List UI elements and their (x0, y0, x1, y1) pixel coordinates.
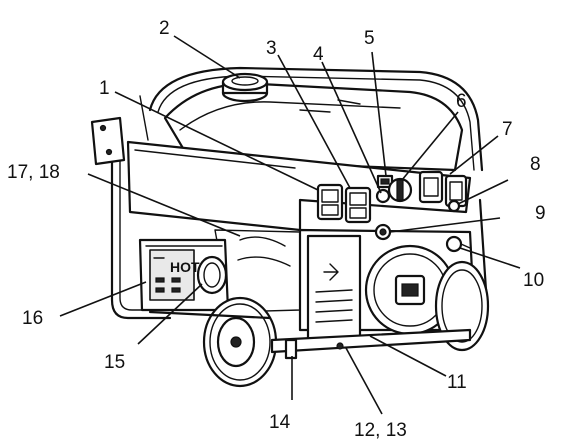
callout-label-11: 11 (447, 372, 467, 393)
outlet-2-icon (344, 186, 372, 224)
fuel-cap-icon (221, 72, 269, 103)
control-panel (126, 140, 472, 232)
leader-8 (457, 179, 509, 205)
outlet-1-icon (316, 183, 344, 221)
left-bracket (90, 116, 126, 166)
muffler-warning: HOT! (170, 259, 204, 275)
callout-label-16: 16 (22, 308, 43, 329)
leader-15 (137, 283, 203, 345)
leader-5 (371, 51, 387, 177)
leader-3 (277, 54, 351, 189)
leader-11 (369, 335, 447, 377)
spark-arrestor-icon (196, 255, 228, 295)
callout-labels: 1 2 3 4 5 6 7 8 9 10 11 12, 13 14 15 16 … (7, 18, 546, 441)
callout-label-10: 10 (523, 270, 544, 291)
callout-label-9: 9 (535, 203, 546, 224)
callout-label-1: 1 (99, 78, 110, 99)
leader-12-13 (345, 347, 383, 415)
right-wheel-icon (434, 260, 490, 352)
callout-label-7: 7 (502, 119, 513, 140)
leader-1 (114, 91, 319, 191)
callout-label-15: 15 (104, 352, 125, 373)
callout-label-14: 14 (269, 412, 291, 433)
callout-label-8: 8 (530, 154, 541, 175)
fuel-valve-icon (445, 235, 471, 253)
callout-label-17-18: 17, 18 (7, 162, 60, 183)
callout-label-6: 6 (456, 91, 467, 112)
air-filter-cover (306, 234, 362, 342)
leader-4 (321, 61, 382, 194)
leader-lines (59, 35, 521, 415)
leader-17-18 (87, 173, 241, 237)
twist-lock-outlet-icon (387, 177, 413, 203)
recoil-starter-icon (364, 244, 456, 336)
leader-2 (173, 35, 241, 79)
callout-label-2: 2 (159, 18, 170, 39)
leader-16 (59, 281, 147, 317)
left-wheel-icon (202, 296, 278, 388)
circuit-breaker-icon (375, 188, 391, 204)
outlet-3-icon (418, 170, 444, 204)
fuel-tank (163, 82, 464, 172)
callout-label-12-13: 12, 13 (354, 420, 407, 441)
leader-10 (459, 247, 521, 269)
callout-label-3: 3 (266, 38, 277, 59)
callout-label-4: 4 (313, 44, 324, 65)
leader-9 (389, 217, 501, 233)
ground-terminal-icon (447, 199, 461, 213)
choke-knob-icon (374, 223, 392, 241)
callout-label-5: 5 (364, 28, 375, 49)
leader-6 (401, 111, 459, 181)
leader-7 (449, 135, 499, 175)
